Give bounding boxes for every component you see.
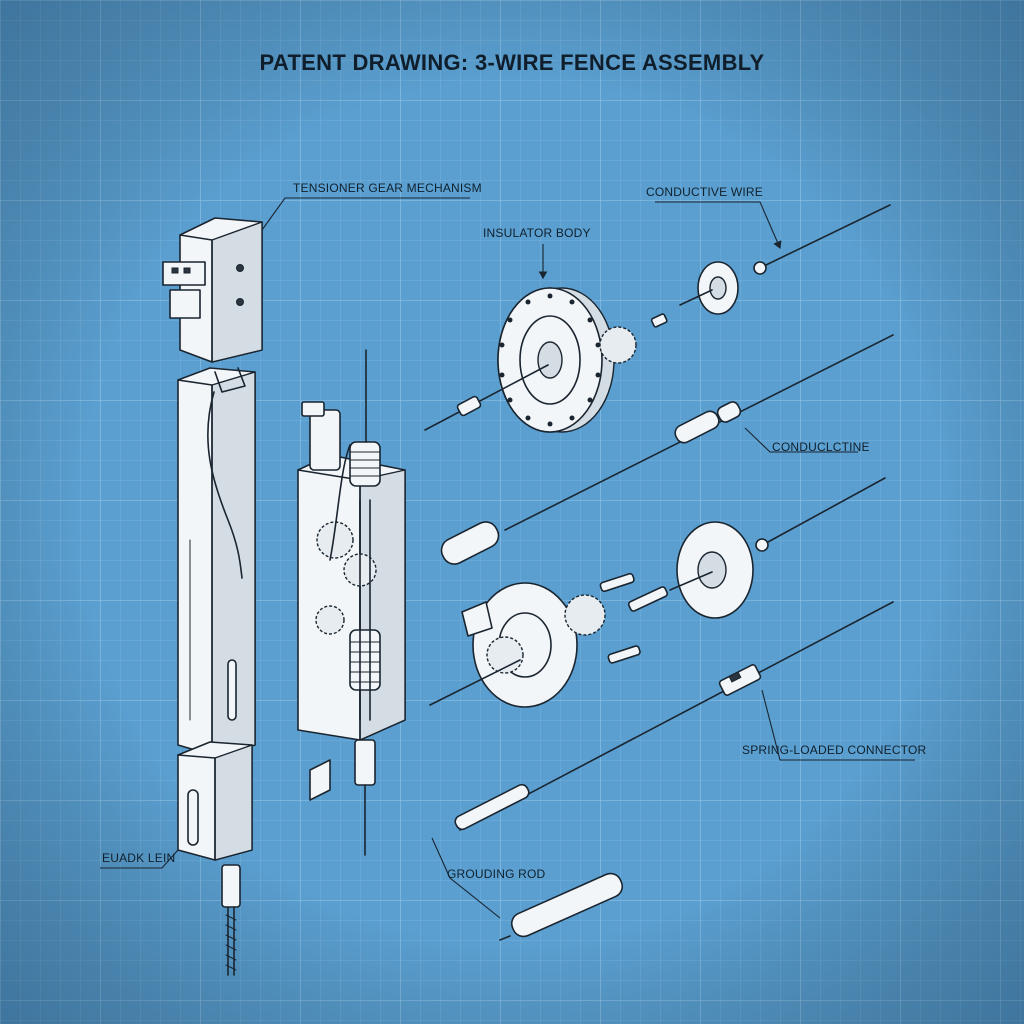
post-top-cap — [162, 217, 263, 363]
label-conducline: CONDUCLCTINE — [772, 440, 870, 454]
lower-spring — [349, 629, 381, 691]
label-spring-loaded-connector: SPRING-LOADED CONNECTOR — [742, 743, 927, 757]
post-main-shaft — [177, 367, 256, 756]
lower-insulator-assembly — [429, 477, 886, 708]
fence-post-assembly — [162, 217, 263, 976]
grounding-rod — [499, 872, 624, 941]
upper-insulator-assembly — [424, 204, 891, 433]
upper-spring — [349, 349, 381, 487]
label-tensioner-gear-mechanism: TENSIONER GEAR MECHANISM — [293, 181, 482, 195]
label-grounding-rod: GROUDING ROD — [447, 867, 546, 881]
tensioner-housing — [297, 349, 406, 856]
label-insulator-body: INSULATOR BODY — [483, 226, 591, 240]
bottom-wire-assembly — [454, 601, 894, 831]
middle-wire-assembly — [440, 334, 894, 565]
drawing-title: PATENT DRAWING: 3-WIRE FENCE ASSEMBLY — [260, 50, 765, 75]
insulator-holes — [499, 293, 601, 427]
label-conductive-wire: CONDUCTIVE WIRE — [646, 185, 763, 199]
leader-lines — [100, 197, 915, 919]
label-base-left: EUADK LEIN — [102, 851, 175, 865]
